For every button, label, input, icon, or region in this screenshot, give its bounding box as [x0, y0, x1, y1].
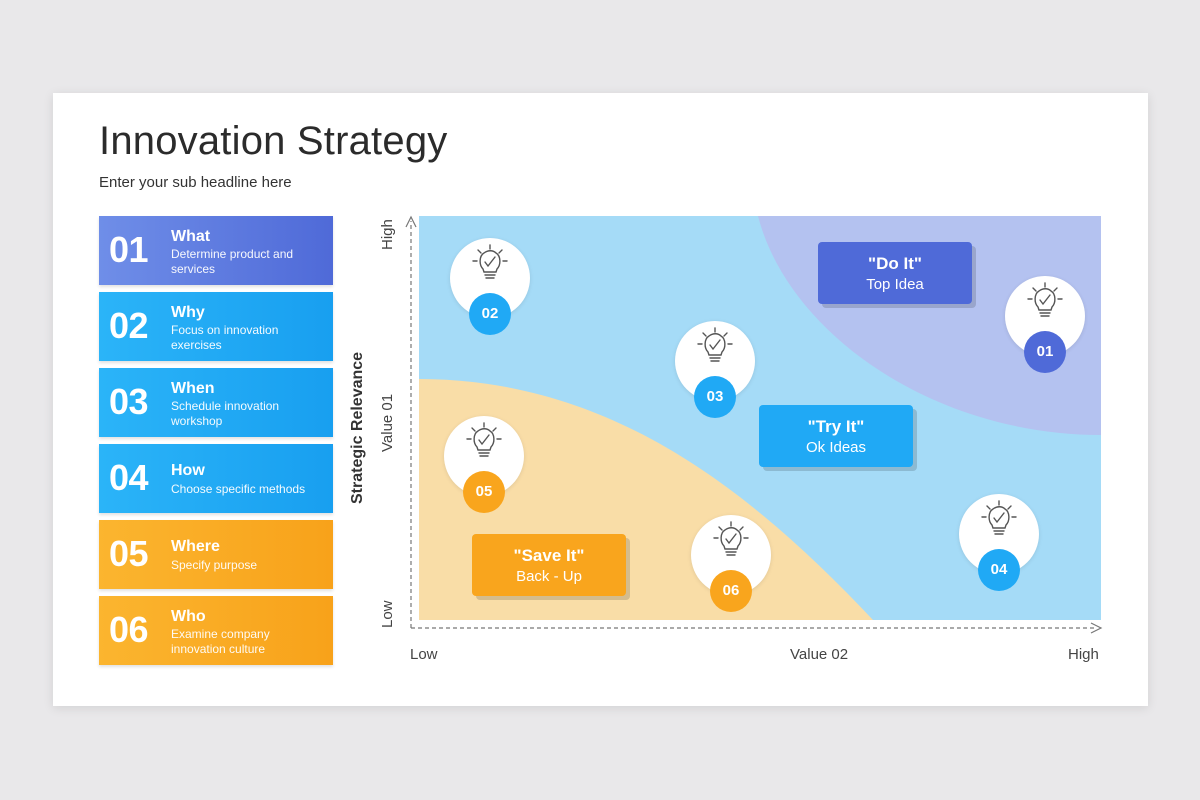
callout-do-it: "Do It" Top Idea: [818, 242, 972, 304]
list-item-where: 05 Where Specify purpose: [99, 520, 333, 589]
item-heading: When: [171, 380, 215, 397]
callout-subtitle: Ok Ideas: [805, 439, 867, 456]
y-axis-label: Value 01: [379, 393, 396, 452]
idea-node-01: 01: [1005, 276, 1085, 373]
lightbulb-check-icon: [981, 500, 1017, 535]
idea-node-04: 04: [959, 494, 1039, 591]
idea-node-02: 02: [450, 238, 530, 335]
list-item-why: 02 Why Focus on innovation exercises: [99, 292, 333, 361]
node-badge: 04: [978, 549, 1020, 591]
lightbulb-check-icon: [466, 422, 502, 457]
slide-title: Innovation Strategy: [99, 119, 448, 163]
item-number: 01: [109, 229, 149, 270]
list-item-what: 01 What Determine product and services: [99, 216, 333, 285]
callout-title: "Try It": [807, 417, 865, 436]
callout-subtitle: Back - Up: [516, 568, 582, 585]
node-badge: 03: [694, 376, 736, 418]
item-heading: Where: [171, 538, 220, 555]
item-heading: What: [171, 228, 211, 245]
node-badge: 02: [469, 293, 511, 335]
y-axis-low: Low: [379, 600, 396, 628]
item-number: 05: [109, 533, 149, 574]
x-axis-low: Low: [410, 646, 438, 663]
node-badge: 01: [1024, 331, 1066, 373]
item-description: Specify purpose: [171, 558, 258, 572]
slide: Innovation Strategy Enter your sub headl…: [53, 93, 1148, 706]
node-badge: 06: [710, 570, 752, 612]
lightbulb-check-icon: [472, 244, 508, 279]
list-item-who: 06 Who Examine company innovation cultur…: [99, 596, 333, 665]
idea-node-03: 03: [675, 321, 755, 418]
slide-subtitle: Enter your sub headline here: [99, 174, 292, 191]
lightbulb-check-icon: [697, 327, 733, 362]
callout-subtitle: Top Idea: [866, 276, 924, 293]
item-description: Determine product and services: [171, 247, 294, 276]
x-axis-high: High: [1068, 646, 1099, 663]
item-description: Schedule innovation workshop: [171, 399, 280, 428]
x-axis-label: Value 02: [790, 646, 849, 663]
item-description: Choose specific methods: [171, 482, 306, 496]
callout-title: "Save It": [513, 546, 585, 565]
idea-node-05: 05: [444, 416, 524, 513]
item-number: 06: [109, 609, 149, 650]
strategy-list: 01 What Determine product and services 0…: [99, 216, 333, 672]
node-badge: 05: [463, 471, 505, 513]
x-axis-arrow: [1090, 622, 1103, 634]
idea-node-06: 06: [691, 515, 771, 612]
item-heading: Who: [171, 608, 206, 625]
item-heading: How: [171, 462, 205, 479]
item-heading: Why: [171, 304, 205, 321]
callout-save-it: "Save It" Back - Up: [472, 534, 626, 596]
y-axis-high: High: [379, 219, 396, 250]
y-axis-arrow: [405, 215, 417, 228]
callout-try-it: "Try It" Ok Ideas: [759, 405, 913, 467]
lightbulb-check-icon: [713, 521, 749, 556]
item-description: Examine company innovation culture: [171, 627, 270, 656]
list-item-when: 03 When Schedule innovation workshop: [99, 368, 333, 437]
y-axis-title: Strategic Relevance: [349, 351, 366, 504]
list-item-how: 04 How Choose specific methods: [99, 444, 333, 513]
item-number: 02: [109, 305, 149, 346]
callout-title: "Do It": [868, 254, 922, 273]
lightbulb-check-icon: [1027, 282, 1063, 317]
item-number: 04: [109, 457, 149, 498]
item-number: 03: [109, 381, 149, 422]
item-description: Focus on innovation exercises: [171, 323, 279, 352]
